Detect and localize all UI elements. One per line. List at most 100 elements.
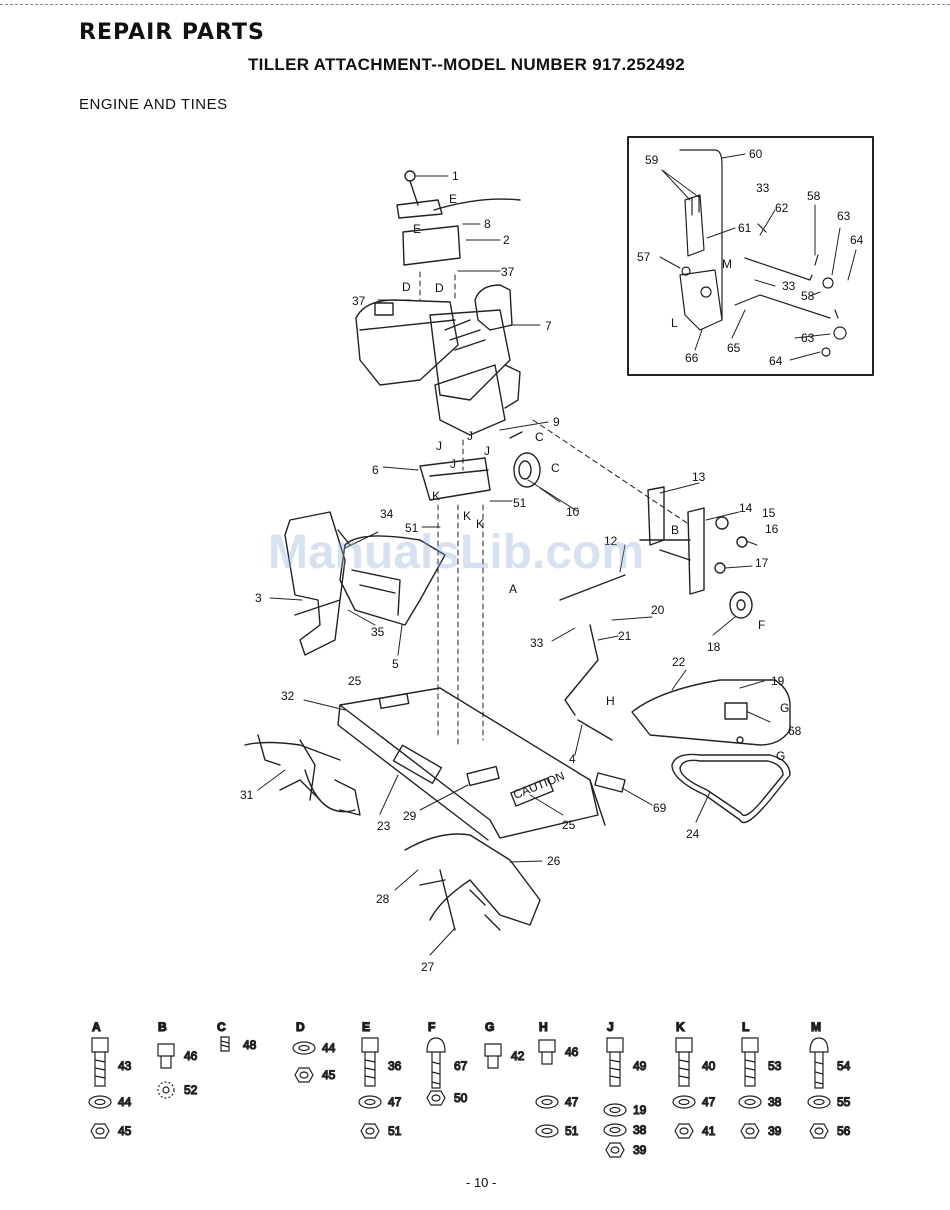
assembly-letter: A	[509, 582, 517, 596]
hardware-letter: M	[811, 1020, 821, 1034]
hardware-legend: A434445B4652C48D4445E364751F6750G42H4647…	[88, 1019, 851, 1158]
inset-callout-label: 64	[769, 354, 783, 368]
assembly-letter: G	[776, 749, 785, 763]
top-rule	[0, 4, 950, 5]
inset-callout-label: 63	[837, 209, 851, 223]
hardware-part-number: 43	[118, 1059, 132, 1073]
hardware-letter: E	[362, 1020, 370, 1034]
hardware-bolt-part	[675, 1037, 693, 1087]
callout-label: 37	[352, 294, 366, 308]
hardware-part-number: 48	[243, 1038, 257, 1052]
section-title: ENGINE AND TINES	[79, 96, 228, 113]
callout-label: 33	[530, 636, 544, 650]
callout-label: 3	[255, 591, 262, 605]
inset-callout-label: 62	[775, 201, 789, 215]
hardware-lock-part	[535, 1095, 559, 1109]
hardware-nut-part	[674, 1123, 694, 1139]
hardware-letter: B	[158, 1020, 167, 1034]
inset-detail-box	[627, 136, 874, 376]
idler-pulley-part	[729, 591, 753, 619]
right-tine-part	[404, 833, 541, 931]
assembly-letter: K	[432, 489, 440, 503]
hardware-part-number: 46	[565, 1045, 579, 1059]
inset-callout-label: 60	[749, 147, 763, 161]
callout-label: 7	[545, 319, 552, 333]
assembly-letter: D	[402, 280, 411, 294]
hardware-bolt-part	[361, 1037, 379, 1087]
hardware-lock-part	[807, 1095, 831, 1109]
hardware-bolt-part	[606, 1037, 624, 1087]
callout-label: 51	[405, 521, 419, 535]
inset-callout-label: 65	[727, 341, 741, 355]
hardware-carriage-part	[809, 1037, 829, 1089]
callout-label: 27	[421, 960, 435, 974]
assembly-letter: E	[449, 192, 457, 206]
hardware-letter: D	[296, 1020, 305, 1034]
callout-label: 69	[653, 801, 667, 815]
hardware-lock-part	[672, 1095, 696, 1109]
hardware-part-number: 36	[388, 1059, 402, 1073]
callout-label: 4	[569, 752, 576, 766]
hardware-letter: J	[607, 1020, 614, 1034]
hardware-part-number: 42	[511, 1049, 525, 1063]
callout-label: 20	[651, 603, 665, 617]
hardware-letter: C	[217, 1020, 226, 1034]
hardware-nut-part	[90, 1123, 110, 1139]
hardware-letter: K	[676, 1020, 685, 1034]
hardware-group-g: G42	[484, 1019, 525, 1069]
assembly-letter: C	[551, 461, 560, 475]
bracket-left-part	[647, 486, 665, 546]
callout-label: 37	[501, 265, 515, 279]
assembly-letter: C	[535, 430, 544, 444]
callout-label: 17	[755, 556, 769, 570]
assembly-letter: D	[435, 281, 444, 295]
assembly-letter: L	[671, 316, 678, 330]
callout-label: 35	[371, 625, 385, 639]
hardware-letter: L	[742, 1020, 749, 1034]
caution-decal	[510, 777, 554, 807]
control-bracket-part	[402, 225, 461, 266]
engine-part	[355, 284, 521, 436]
page-number: - 10 -	[466, 1175, 497, 1190]
hardware-part-number: 54	[837, 1059, 851, 1073]
inset-assembly	[679, 149, 847, 357]
hardware-lock-part	[738, 1095, 762, 1109]
hardware-star-part	[157, 1081, 175, 1099]
callout-label: 24	[686, 827, 700, 841]
hardware-lock-part	[603, 1123, 627, 1137]
throttle-cable-part	[433, 198, 521, 211]
hardware-shortbolt-part	[484, 1043, 502, 1069]
inset-callout-label: 59	[645, 153, 659, 167]
hardware-nut-part	[740, 1123, 760, 1139]
callout-label: 10	[566, 505, 580, 519]
callout-label: 25	[562, 818, 576, 832]
bracket-part	[396, 199, 443, 219]
callout-label: 12	[604, 534, 618, 548]
hardware-nut-part	[294, 1067, 314, 1083]
hardware-part-number: 47	[702, 1095, 716, 1109]
model-subtitle: TILLER ATTACHMENT--MODEL NUMBER 917.2524…	[248, 55, 686, 74]
hardware-part-number: 46	[184, 1049, 198, 1063]
hardware-lock-part	[535, 1124, 559, 1138]
callout-label: 2	[503, 233, 510, 247]
belt-cover-part	[631, 679, 791, 746]
hardware-nut-part	[360, 1123, 380, 1139]
hardware-part-number: 40	[702, 1059, 716, 1073]
inset-callout-label: 33	[782, 279, 796, 293]
callout-label: 15	[762, 506, 776, 520]
hardware-part-number: 19	[633, 1103, 647, 1117]
assembly-letter: J	[484, 444, 490, 458]
callout-label: 22	[672, 655, 686, 669]
callout-label: 26	[547, 854, 561, 868]
callout-label: 51	[513, 496, 527, 510]
inset-callout-label: 58	[807, 189, 821, 203]
page-heading: REPAIR PARTS	[79, 20, 265, 45]
v-belt-part	[671, 753, 791, 824]
belt-guard-part	[339, 535, 446, 626]
hardware-shortbolt-part	[538, 1039, 556, 1065]
